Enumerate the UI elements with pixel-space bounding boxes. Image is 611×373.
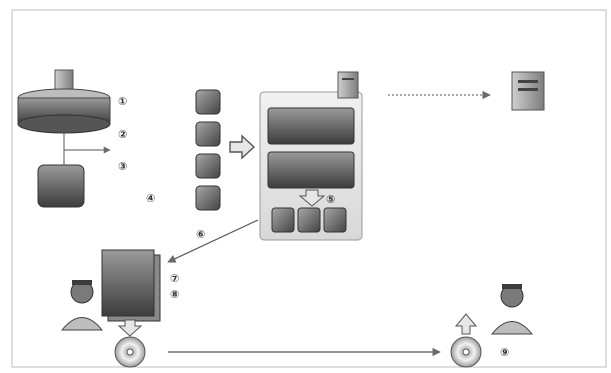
step-9: ⑨ <box>500 346 509 359</box>
svg-text:⑧: ⑧ <box>170 288 179 301</box>
cd-disc-right <box>451 337 481 367</box>
svg-text:①: ① <box>118 95 127 108</box>
server-slot <box>518 80 538 83</box>
step-2-block <box>196 122 220 146</box>
step-7: ⑦ <box>170 272 179 285</box>
step-8: ⑧ <box>170 288 179 301</box>
processing-panel: ⑤ <box>260 72 362 240</box>
panel-cell-1 <box>272 208 294 232</box>
server-slot <box>518 88 538 91</box>
svg-text:③: ③ <box>118 160 127 173</box>
panel-block-middle <box>268 152 354 188</box>
server-slot <box>342 78 354 80</box>
document-stack <box>102 250 160 321</box>
svg-text:④: ④ <box>146 192 155 205</box>
svg-text:②: ② <box>118 128 127 141</box>
document-front <box>102 250 154 316</box>
svg-text:⑨: ⑨ <box>500 346 509 359</box>
svg-text:⑥: ⑥ <box>196 228 205 241</box>
step-1-block <box>196 90 220 114</box>
panel-cell-3 <box>324 208 346 232</box>
disc-hole <box>463 349 469 355</box>
disc-hole <box>127 349 133 355</box>
step-3-block <box>196 154 220 178</box>
panel-cell-2 <box>298 208 320 232</box>
step-4-block <box>196 186 220 210</box>
db-cylinder-bottom <box>18 115 110 133</box>
server-icon <box>338 72 358 98</box>
svg-text:⑦: ⑦ <box>170 272 179 285</box>
panel-block-top <box>268 108 354 144</box>
database-server-right <box>512 72 544 110</box>
panel-server-icon <box>338 72 358 98</box>
doctor-cap <box>502 284 522 289</box>
doctor-cap <box>72 280 92 285</box>
svg-text:⑤: ⑤ <box>326 193 335 206</box>
cd-disc-left <box>115 337 145 367</box>
data-block <box>38 165 84 207</box>
